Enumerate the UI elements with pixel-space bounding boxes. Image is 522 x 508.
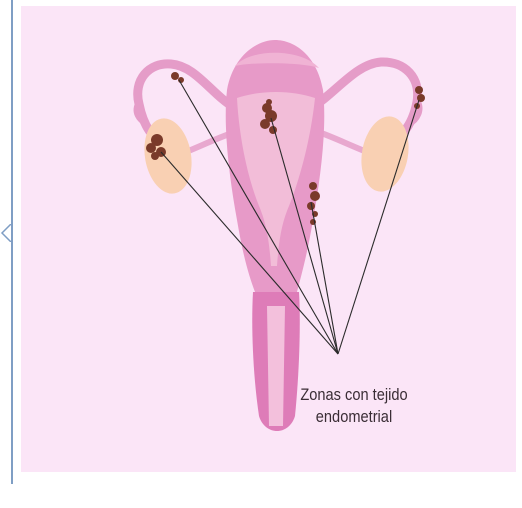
lesion-left-tube: [171, 72, 184, 83]
left-border-notch: [0, 224, 12, 242]
diagram-caption: Zonas con tejido endometrial: [298, 384, 410, 428]
uterus-diagram: [21, 6, 516, 472]
caption-line-1: Zonas con tejido: [298, 384, 410, 406]
illustration-panel: Zonas con tejido endometrial: [21, 6, 516, 472]
left-border-line: [11, 0, 13, 484]
cervical-canal: [267, 306, 285, 426]
caption-line-2: endometrial: [298, 406, 410, 428]
